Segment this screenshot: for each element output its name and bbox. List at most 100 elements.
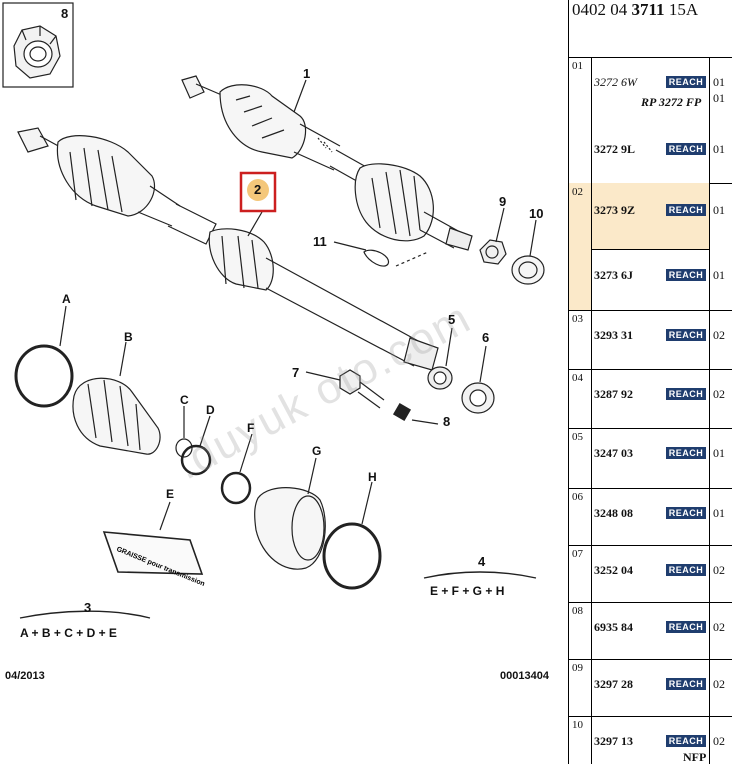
table-row[interactable]: 02 3273 9Z REACH 01 3273 6J REACH 01 bbox=[569, 183, 732, 311]
inset-nut-icon bbox=[13, 25, 61, 79]
table-row[interactable]: 01 3272 6W REACH 01 01 RP 3272 FP 3272 9… bbox=[569, 57, 732, 184]
diagram-drawing bbox=[2, 2, 545, 619]
callout-D: D bbox=[206, 403, 215, 417]
part-C-ring bbox=[175, 438, 193, 458]
callout-5: 5 bbox=[448, 312, 456, 327]
part-number: 3273 9Z bbox=[594, 203, 636, 217]
row-number: 02 bbox=[572, 186, 583, 198]
row-number: 10 bbox=[572, 719, 583, 731]
part-11-clip bbox=[363, 249, 390, 267]
part-number: 3248 08 bbox=[594, 506, 633, 520]
part-G-boot bbox=[254, 487, 326, 570]
quantity: 01 bbox=[713, 268, 725, 282]
inset-label: 8 bbox=[61, 6, 69, 21]
reach-badge: REACH bbox=[666, 329, 706, 341]
quantity: 02 bbox=[713, 328, 725, 342]
row-number: 09 bbox=[572, 662, 583, 674]
part-B-boot bbox=[72, 377, 161, 455]
table-header: 0402 04 3711 15A bbox=[569, 0, 732, 58]
quantity: 02 bbox=[713, 620, 725, 634]
part-F-ring bbox=[220, 471, 252, 505]
callout-11: 11 bbox=[313, 234, 327, 249]
table-row[interactable]: 06 3248 08 REACH 01 bbox=[569, 488, 732, 546]
callout-7: 7 bbox=[292, 365, 300, 380]
highlight-box bbox=[239, 171, 277, 213]
callout-4: 4 bbox=[478, 554, 486, 569]
row-number: 08 bbox=[572, 605, 583, 617]
row-number: 07 bbox=[572, 548, 583, 560]
catalog-code: 0402 04 3711 15A bbox=[572, 0, 699, 19]
part-A-clamp bbox=[14, 344, 74, 408]
callout-A: A bbox=[62, 292, 71, 306]
part-number: 3287 92 bbox=[594, 387, 633, 401]
table-row[interactable]: 03 3293 31 REACH 02 bbox=[569, 310, 732, 370]
quantity: 02 bbox=[713, 734, 725, 748]
callout-G: G bbox=[312, 444, 322, 458]
table-row[interactable]: 09 3297 28 REACH 02 bbox=[569, 659, 732, 717]
reach-badge: REACH bbox=[666, 204, 706, 216]
row-number: 04 bbox=[572, 372, 583, 384]
part-8-cap bbox=[392, 402, 412, 422]
table-row[interactable]: 08 6935 84 REACH 02 bbox=[569, 602, 732, 660]
part-6-seal bbox=[461, 382, 495, 414]
quantity: 02 bbox=[713, 677, 725, 691]
table-row[interactable]: 04 3287 92 REACH 02 bbox=[569, 369, 732, 429]
callout-H: H bbox=[368, 470, 377, 484]
part-number: 6935 84 bbox=[594, 620, 633, 634]
quantity: 01 bbox=[713, 446, 725, 460]
table-row[interactable]: 07 3252 04 REACH 02 bbox=[569, 545, 732, 603]
reach-badge: REACH bbox=[666, 564, 706, 576]
row-number: 01 bbox=[572, 60, 583, 72]
reach-badge: REACH bbox=[666, 447, 706, 459]
callout-E: E bbox=[166, 487, 175, 501]
part-H-clamp bbox=[322, 522, 382, 590]
callout-6: 6 bbox=[482, 330, 490, 345]
part-7-bolt bbox=[339, 369, 385, 409]
quantity: 01 bbox=[713, 203, 725, 217]
reach-badge: REACH bbox=[666, 76, 706, 88]
reach-badge: REACH bbox=[666, 621, 706, 633]
row-highlight bbox=[592, 183, 709, 249]
callout-B: B bbox=[124, 330, 133, 344]
table-row[interactable]: 10 3297 13 REACH 02 NFP bbox=[569, 716, 732, 764]
quantity: 02 bbox=[713, 563, 725, 577]
row-number: 06 bbox=[572, 491, 583, 503]
part-5-bearing bbox=[427, 366, 453, 390]
quantity: 01 bbox=[713, 506, 725, 520]
reach-badge: REACH bbox=[666, 507, 706, 519]
driveshaft-2 bbox=[17, 127, 439, 371]
parts-table: 0402 04 3711 15A 01 3272 6W REACH 01 01 … bbox=[568, 0, 732, 764]
callout-2-marker bbox=[247, 179, 269, 201]
part-number: 3272 6W bbox=[594, 75, 637, 89]
quantity: 01 bbox=[713, 75, 725, 89]
reach-badge: REACH bbox=[666, 388, 706, 400]
part-number: 3293 31 bbox=[594, 328, 633, 342]
callout-2: 2 bbox=[254, 182, 262, 197]
reach-badge: REACH bbox=[666, 735, 706, 747]
part-9-nut bbox=[479, 239, 507, 265]
quantity: 01 bbox=[713, 91, 725, 105]
diagram-ref: 00013404 bbox=[500, 670, 549, 682]
nfp-note: NFP bbox=[683, 750, 707, 764]
quantity: 02 bbox=[713, 387, 725, 401]
formula-3: A + B + C + D + E bbox=[20, 626, 117, 640]
callout-9: 9 bbox=[499, 194, 507, 209]
row-number: 05 bbox=[572, 431, 583, 443]
reach-badge: REACH bbox=[666, 678, 706, 690]
part-number: 3297 13 bbox=[594, 734, 633, 748]
callout-F: F bbox=[247, 421, 255, 435]
replacement-note: RP 3272 FP bbox=[641, 95, 702, 109]
callout-3: 3 bbox=[84, 600, 92, 615]
reach-badge: REACH bbox=[666, 269, 706, 281]
callout-10: 10 bbox=[529, 206, 544, 221]
exploded-parts-diagram: .duyuk oto.com 8 1 2 9 10 11 5 6 7 8 4 3… bbox=[2, 2, 549, 682]
quantity: 01 bbox=[713, 142, 725, 156]
part-number: 3247 03 bbox=[594, 446, 633, 460]
part-10-ring bbox=[511, 255, 545, 285]
part-number: 3273 6J bbox=[594, 268, 633, 282]
part-number: 3272 9L bbox=[594, 142, 636, 156]
callout-8: 8 bbox=[443, 414, 451, 429]
table-row[interactable]: 05 3247 03 REACH 01 bbox=[569, 428, 732, 489]
formula-4: E + F + G + H bbox=[430, 584, 505, 598]
row-number: 03 bbox=[572, 313, 583, 325]
